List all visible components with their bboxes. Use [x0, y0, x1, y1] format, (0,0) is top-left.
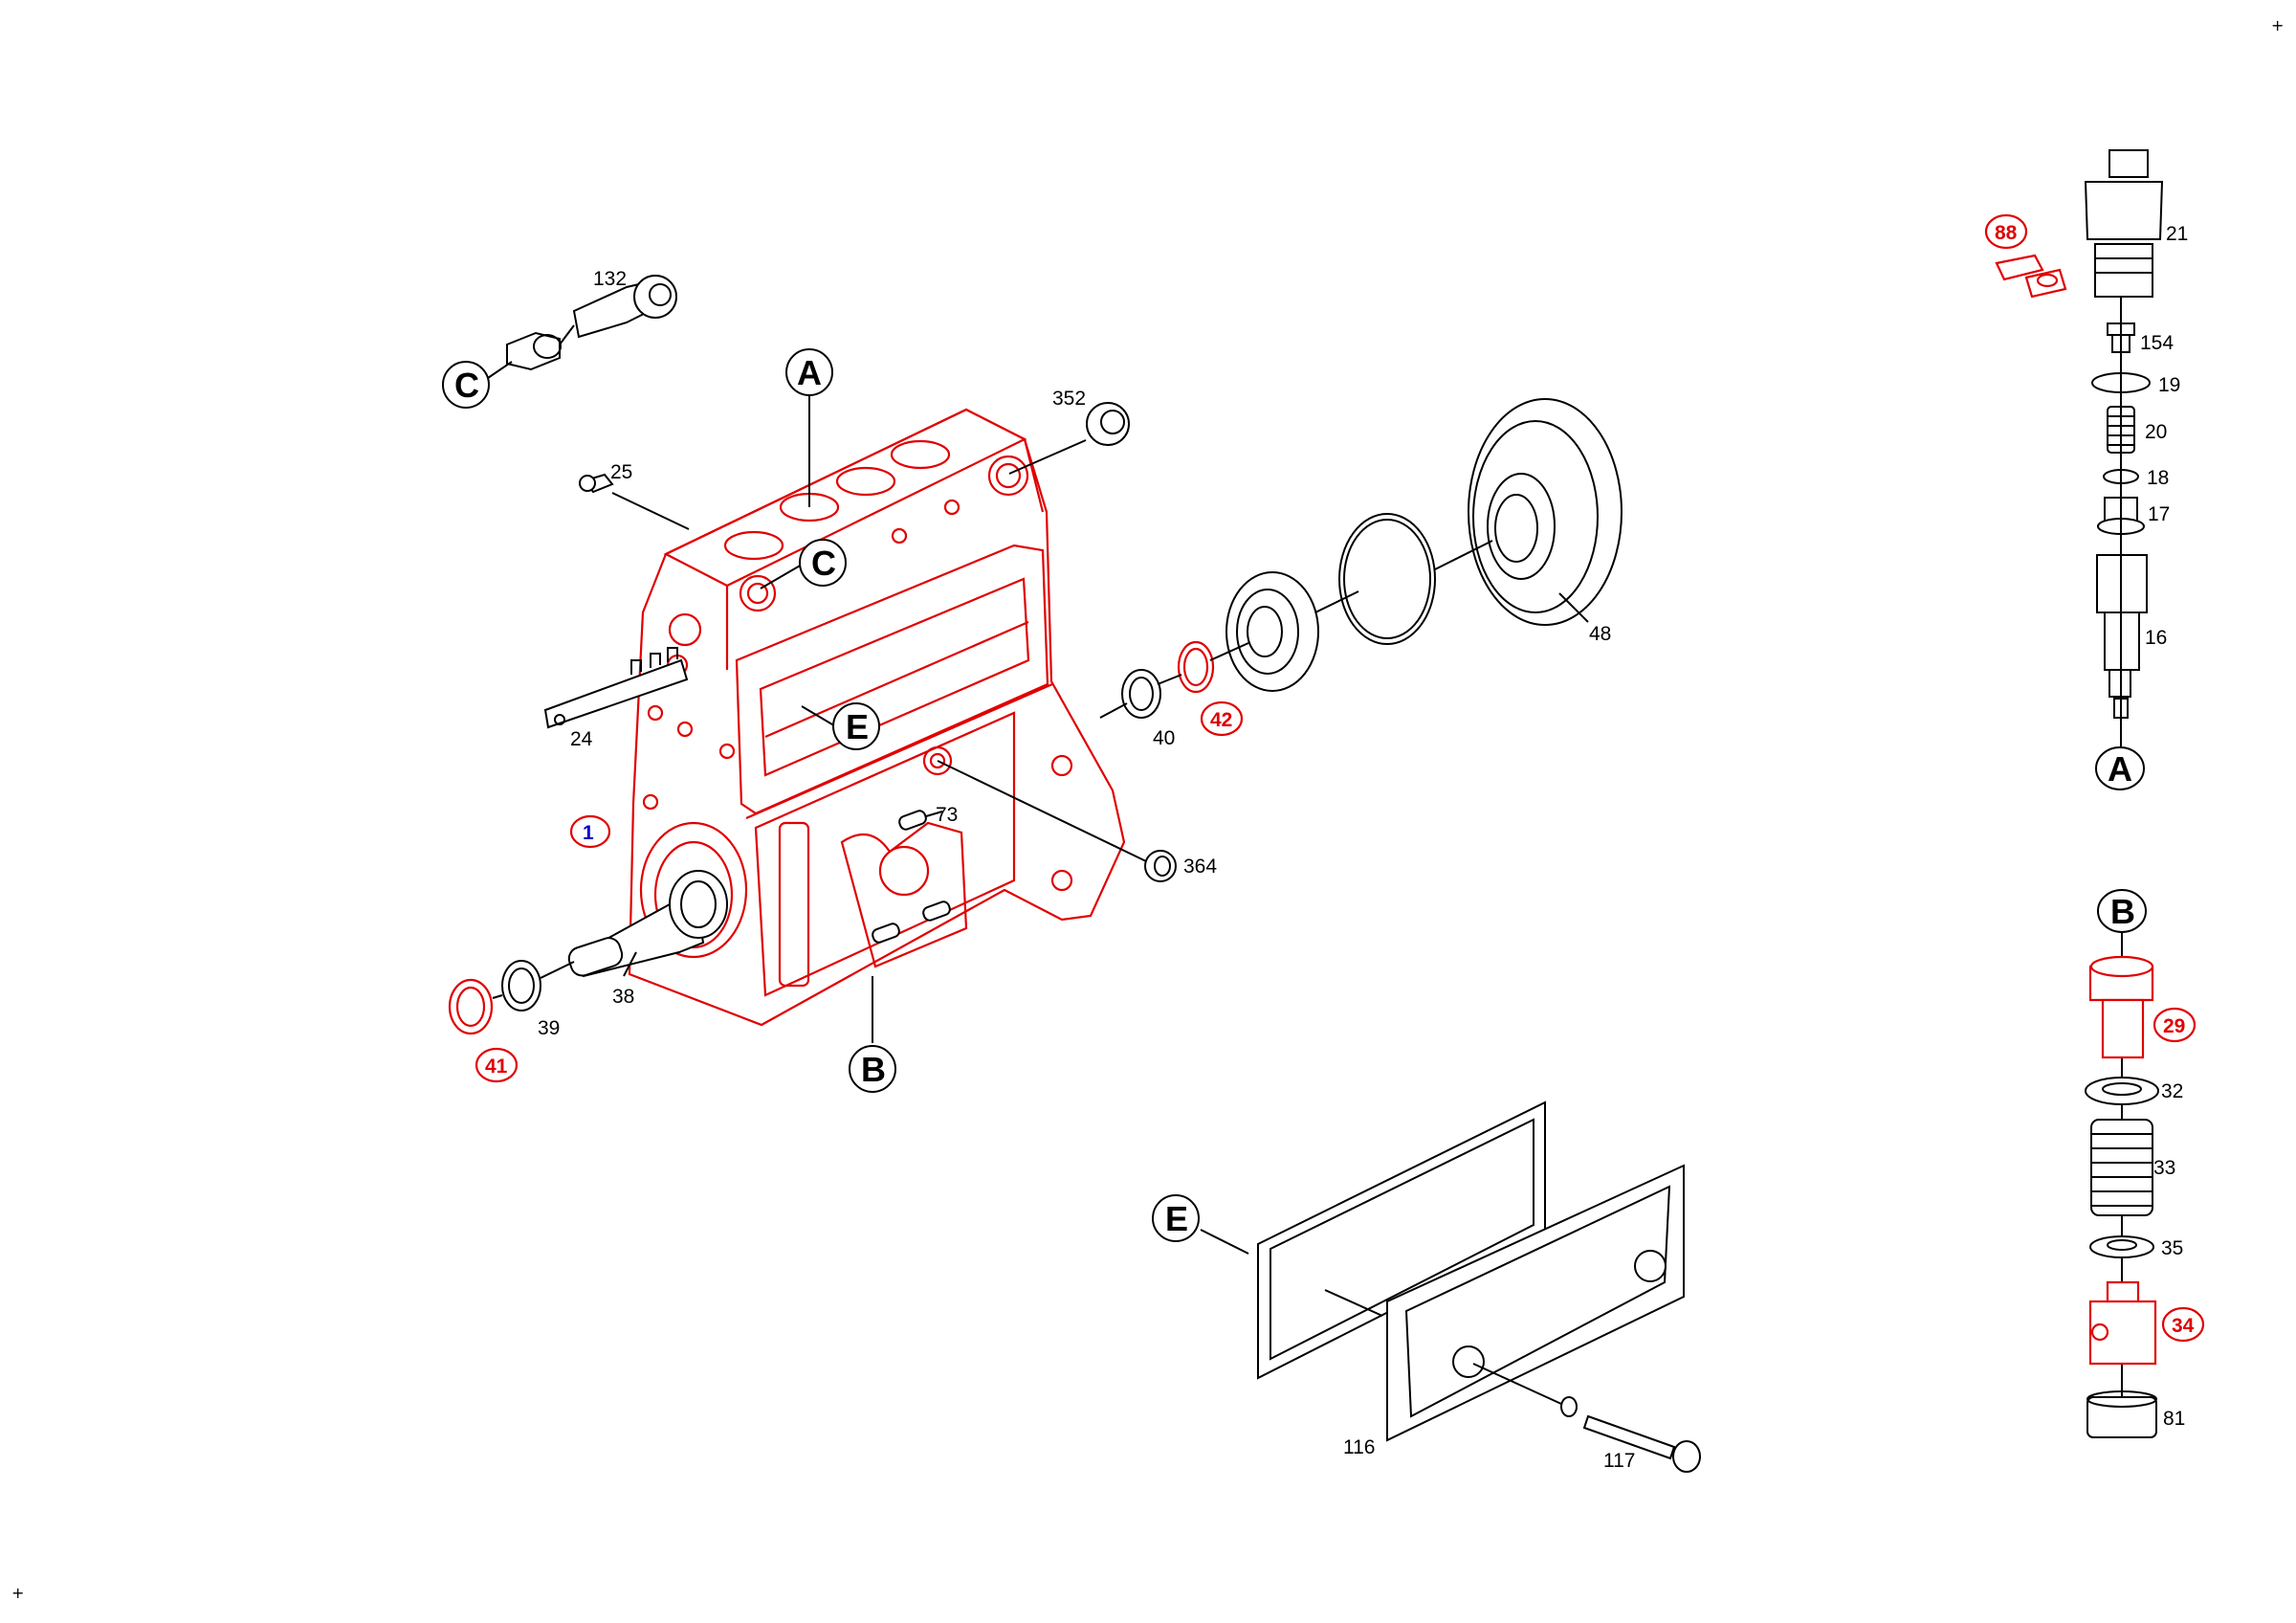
- highlighted-part-42[interactable]: 42: [1200, 700, 1244, 737]
- ref-e-bottom[interactable]: E: [1152, 1194, 1200, 1242]
- part-40-seal-ring[interactable]: [1121, 669, 1161, 719]
- part-48-bearing-flange[interactable]: [1468, 398, 1623, 626]
- ref-letter: C: [454, 366, 479, 405]
- part-116-cover[interactable]: [1386, 1164, 1685, 1442]
- ref-b-right[interactable]: B: [2097, 889, 2147, 933]
- bushing-part[interactable]: [506, 331, 562, 371]
- ref-a-right[interactable]: A: [2095, 746, 2145, 790]
- part-number-35[interactable]: 35: [2161, 1237, 2183, 1259]
- main-item-circle: [569, 814, 611, 849]
- part-number-117[interactable]: 117: [1603, 1450, 1635, 1472]
- part-352-plug[interactable]: [1086, 402, 1130, 446]
- part-38-camshaft[interactable]: [566, 870, 728, 979]
- part-number-20[interactable]: 20: [2145, 421, 2167, 443]
- part-number-154[interactable]: 154: [2140, 332, 2174, 354]
- part-21-valve-holder[interactable]: [2084, 149, 2164, 298]
- ref-b-mid[interactable]: B: [849, 1045, 896, 1093]
- part-73-studs[interactable]: [871, 810, 951, 945]
- o-ring[interactable]: [1338, 513, 1436, 645]
- part-33-plunger-spring[interactable]: [2090, 1119, 2153, 1216]
- part-number-19[interactable]: 19: [2158, 374, 2180, 396]
- highlighted-part-41[interactable]: 41: [475, 1047, 519, 1083]
- part-number-24[interactable]: 24: [570, 728, 593, 750]
- part-number-18[interactable]: 18: [2147, 467, 2169, 489]
- ref-e-mid[interactable]: E: [832, 702, 880, 750]
- part-132-sleeve[interactable]: [572, 275, 677, 339]
- ref-c-mid[interactable]: C: [799, 539, 847, 587]
- corner-mark-top-right: +: [2271, 16, 2284, 34]
- highlighted-part-29[interactable]: 29: [2152, 1007, 2197, 1043]
- part-number-17[interactable]: 17: [2148, 503, 2170, 525]
- part-25-screw[interactable]: [579, 473, 614, 494]
- part-number-42: 42: [1210, 709, 1232, 731]
- part-number-41: 41: [485, 1056, 508, 1078]
- part-number-48[interactable]: 48: [1589, 623, 1611, 645]
- ref-letter: C: [811, 544, 836, 583]
- part-81-roller[interactable]: [2086, 1390, 2157, 1438]
- part-number-40[interactable]: 40: [1153, 727, 1175, 749]
- part-number-25[interactable]: 25: [610, 461, 632, 483]
- ref-letter: E: [1165, 1199, 1188, 1238]
- part-29-control-sleeve[interactable]: [2088, 955, 2154, 1059]
- main-item-number: 1: [583, 822, 594, 844]
- ref-letter: A: [2108, 749, 2132, 789]
- highlighted-part-88[interactable]: 88: [1984, 213, 2028, 250]
- ref-letter: A: [797, 353, 822, 392]
- highlighted-part-34[interactable]: 34: [2161, 1306, 2205, 1343]
- part-35-spring-seat[interactable]: [2089, 1235, 2154, 1258]
- part-number-29: 29: [2163, 1015, 2185, 1037]
- ref-a-top[interactable]: A: [785, 348, 833, 396]
- part-39-seal-ring[interactable]: [501, 960, 541, 1012]
- ref-c-top[interactable]: C: [442, 361, 490, 409]
- ref-letter: B: [861, 1050, 886, 1089]
- part-364-plug[interactable]: [1144, 850, 1177, 882]
- part-88-retainer[interactable]: [1995, 254, 2067, 299]
- part-number-38[interactable]: 38: [612, 986, 634, 1008]
- part-number-73[interactable]: 73: [936, 804, 958, 826]
- part-34-tappet[interactable]: [2088, 1280, 2157, 1366]
- part-number-32[interactable]: 32: [2161, 1080, 2183, 1102]
- part-117-screw[interactable]: [1560, 1396, 1701, 1473]
- part-42-seal-ring[interactable]: [1177, 640, 1215, 694]
- part-number-39[interactable]: 39: [538, 1017, 560, 1039]
- part-24-control-rack[interactable]: [543, 647, 689, 729]
- part-number-34: 34: [2172, 1315, 2195, 1337]
- part-number-33[interactable]: 33: [2153, 1157, 2175, 1179]
- ref-letter: B: [2110, 892, 2135, 931]
- part-number-16[interactable]: 16: [2145, 627, 2167, 649]
- part-number-81[interactable]: 81: [2163, 1408, 2185, 1430]
- part-number-21[interactable]: 21: [2166, 223, 2188, 245]
- corner-mark-bottom-left: +: [11, 1584, 24, 1602]
- part-number-352[interactable]: 352: [1052, 388, 1086, 410]
- part-number-364[interactable]: 364: [1183, 856, 1217, 878]
- part-32-spring-seat[interactable]: [2085, 1077, 2159, 1105]
- part-number-116[interactable]: 116: [1343, 1436, 1375, 1458]
- part-41-seal-ring[interactable]: [448, 978, 494, 1035]
- part-number-132[interactable]: 132: [593, 268, 627, 290]
- ref-letter: E: [846, 707, 869, 746]
- ball-bearing[interactable]: [1225, 571, 1319, 692]
- part-number-88: 88: [1995, 222, 2018, 244]
